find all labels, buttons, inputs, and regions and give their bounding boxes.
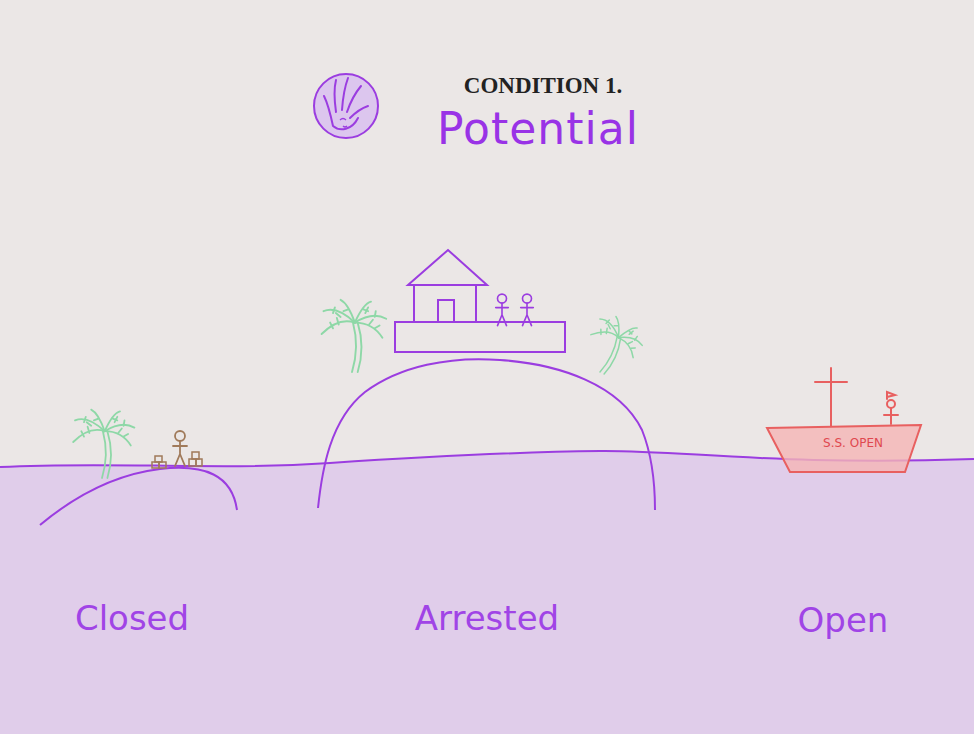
ship-name: S.S. OPEN xyxy=(783,436,923,450)
state-label: Open xyxy=(798,600,889,640)
condition-number: CONDITION 1. xyxy=(464,73,622,99)
title: Potential xyxy=(437,103,639,154)
state-label: Arrested xyxy=(415,598,559,638)
state-label: Closed xyxy=(75,598,189,638)
hand-icon xyxy=(314,74,378,138)
ship-rigging xyxy=(815,368,898,426)
ship-hull: S.S. OPEN xyxy=(765,424,923,474)
closed-island xyxy=(40,410,237,525)
sea xyxy=(0,451,974,734)
arrested-island xyxy=(318,250,655,510)
